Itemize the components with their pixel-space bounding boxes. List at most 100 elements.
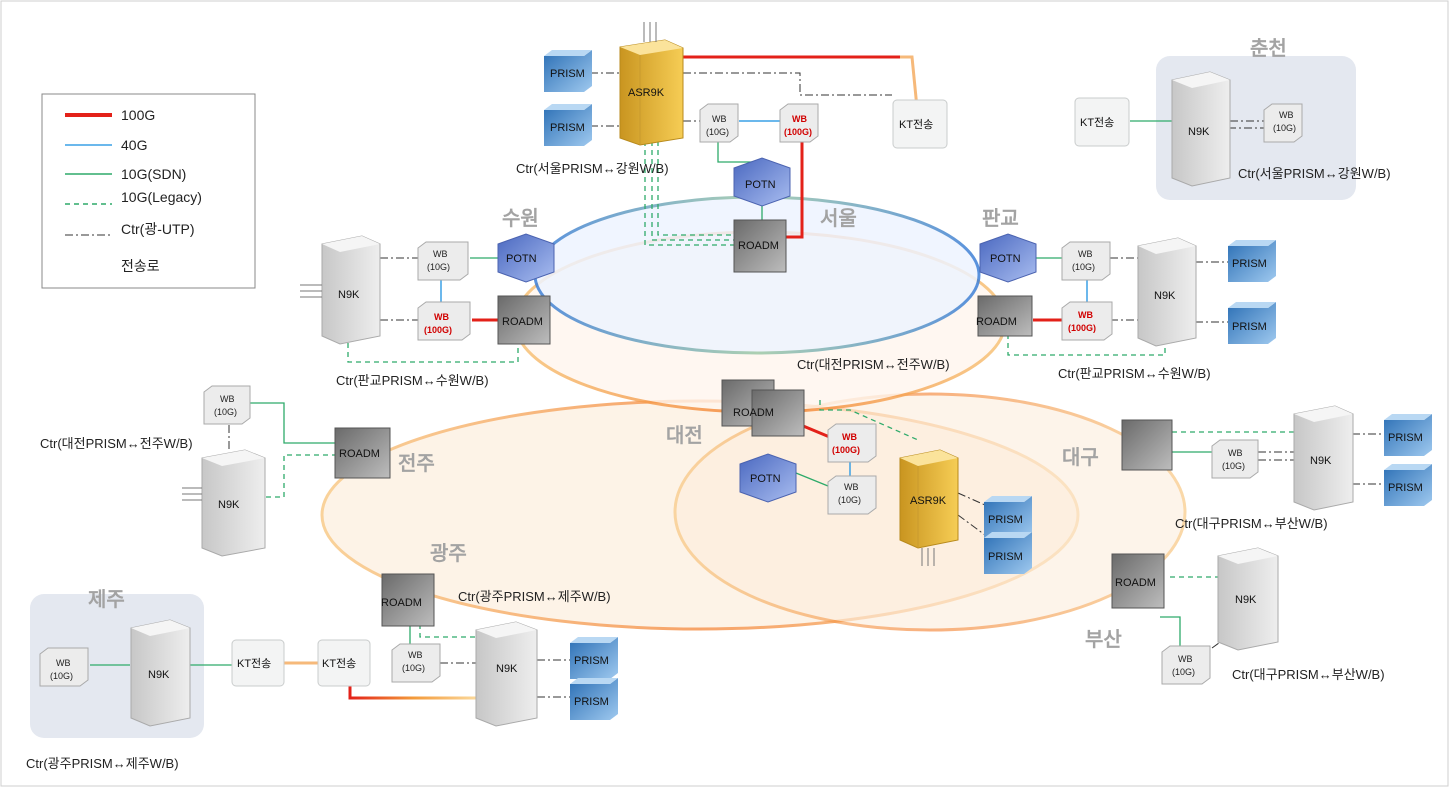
region-labels: 춘천 수원 서울 판교 대전 전주 대구 광주 제주 부산 — [88, 37, 1287, 651]
roadm-suwon[interactable]: ROADM — [497, 295, 551, 345]
links-100g — [472, 55, 1062, 440]
caption-seoul: Ctr(서울PRISM↔강원W/B) — [516, 161, 669, 176]
wb-chuncheon[interactable]: WB (10G) — [1263, 103, 1303, 143]
wb-daejeon-10g-label: WB — [844, 482, 859, 492]
n9k-daegu-label: N9K — [1310, 455, 1332, 467]
potn-daejeon[interactable]: POTN — [739, 453, 797, 503]
wb-pangyo-10g[interactable]: WB (10G) — [1061, 241, 1111, 281]
wb-busan-label: WB — [1178, 654, 1193, 664]
n9k-suwon[interactable]: N9K — [300, 235, 381, 345]
prism-daegu-1[interactable]: PRISM — [1384, 414, 1432, 456]
links-10g-legacy — [266, 141, 1295, 638]
caption-jeonju: Ctr(대전PRISM↔전주W/B) — [40, 436, 193, 451]
roadm-pangyo[interactable]: ROADM — [976, 295, 1033, 337]
roadm-gwangju-label: ROADM — [381, 597, 422, 609]
prism-gwangju-2-label: PRISM — [574, 696, 609, 708]
wb-busan[interactable]: WB (10G) — [1161, 645, 1211, 685]
prism-seoul-1[interactable]: PRISM — [544, 50, 592, 92]
prism-seoul-2-label: PRISM — [550, 122, 585, 134]
asr9k-seoul[interactable]: ASR9K — [619, 22, 684, 146]
n9k-busan[interactable]: N9K — [1217, 547, 1279, 651]
wb-jeonju[interactable]: WB (10G) — [203, 385, 251, 425]
prism-daegu-2[interactable]: PRISM — [1384, 464, 1432, 506]
prism-gwangju-1-label: PRISM — [574, 655, 609, 667]
wb-seoul-10g-speed: (10G) — [706, 127, 729, 137]
n9k-jeonju[interactable]: N9K — [182, 449, 266, 557]
wb-suwon-100g[interactable]: WB (100G) — [417, 301, 471, 341]
n9k-suwon-label: N9K — [338, 289, 360, 301]
wb-suwon-10g-speed: (10G) — [427, 262, 450, 272]
n9k-pangyo[interactable]: N9K — [1137, 237, 1197, 347]
roadm-daejeon-label: ROADM — [733, 407, 774, 419]
caption-daejeon: Ctr(대전PRISM↔전주W/B) — [797, 357, 950, 372]
legend-label-ctr: Ctr(광-UTP) — [121, 221, 195, 237]
caption-daegu: Ctr(대구PRISM↔부산W/B) — [1175, 516, 1328, 531]
links-40g — [440, 120, 1088, 478]
wb-suwon-10g-label: WB — [433, 249, 448, 259]
wb-pangyo-10g-label: WB — [1078, 249, 1093, 259]
potn-suwon[interactable]: POTN — [497, 233, 555, 283]
prism-seoul-1-label: PRISM — [550, 68, 585, 80]
wb-jeju[interactable]: WB (10G) — [39, 647, 89, 687]
region-label-jeju: 제주 — [88, 588, 125, 611]
n9k-gwangju[interactable]: N9K — [475, 621, 538, 727]
region-label-chuncheon: 춘천 — [1250, 37, 1287, 60]
caption-suwon: Ctr(판교PRISM↔수원W/B) — [336, 373, 489, 388]
roadm-daegu[interactable] — [1121, 419, 1173, 471]
wb-seoul-100g[interactable]: WB (100G) — [779, 103, 819, 143]
prism-gwangju-2[interactable]: PRISM — [570, 678, 618, 720]
roadm-busan[interactable]: ROADM — [1111, 553, 1165, 609]
wb-suwon-100g-speed: (100G) — [424, 325, 452, 335]
prism-gwangju-1[interactable]: PRISM — [570, 637, 618, 679]
kt-seoul[interactable]: KT전송 — [892, 99, 948, 149]
n9k-jeonju-label: N9K — [218, 499, 240, 511]
asr9k-daejeon[interactable]: ASR9K — [899, 449, 959, 566]
kt-jeju[interactable]: KT전송 — [231, 639, 285, 687]
n9k-chuncheon[interactable]: N9K — [1171, 71, 1231, 187]
prism-daejeon-2[interactable]: PRISM — [984, 532, 1032, 574]
kt-chuncheon[interactable]: KT전송 — [1074, 97, 1130, 147]
prism-daegu-2-label: PRISM — [1388, 482, 1423, 494]
roadm-jeonju-label: ROADM — [339, 448, 380, 460]
potn-pangyo-label: POTN — [990, 253, 1021, 265]
prism-pangyo-1[interactable]: PRISM — [1228, 240, 1276, 282]
wb-daejeon-100g[interactable]: WB (100G) — [827, 423, 877, 463]
wb-pangyo-100g[interactable]: WB (100G) — [1061, 301, 1113, 341]
wb-suwon-100g-label: WB — [434, 312, 449, 322]
kt-chuncheon-label: KT전송 — [1080, 116, 1114, 129]
wb-gwangju[interactable]: WB (10G) — [391, 643, 441, 683]
roadm-jeonju[interactable]: ROADM — [334, 427, 391, 479]
n9k-daegu[interactable]: N9K — [1293, 405, 1354, 511]
legend: 100G 40G 10G(SDN) 10G(Legacy) Ctr(광-UTP)… — [41, 93, 256, 289]
wb-suwon-10g[interactable]: WB (10G) — [417, 241, 469, 281]
asr9k-daejeon-label: ASR9K — [910, 495, 947, 507]
prism-pangyo-2[interactable]: PRISM — [1228, 302, 1276, 344]
roadm-seoul-label: ROADM — [738, 240, 779, 252]
prism-seoul-2[interactable]: PRISM — [544, 104, 592, 146]
prism-daejeon-2-label: PRISM — [988, 551, 1023, 563]
wb-daejeon-10g[interactable]: WB (10G) — [827, 475, 877, 515]
roadm-gwangju[interactable]: ROADM — [381, 573, 435, 627]
legend-box — [41, 93, 256, 289]
caption-chuncheon: Ctr(서울PRISM↔강원W/B) — [1238, 166, 1391, 181]
potn-suwon-label: POTN — [506, 253, 537, 265]
region-label-pangyo: 판교 — [982, 207, 1019, 230]
potn-pangyo[interactable]: POTN — [979, 233, 1037, 283]
prism-daejeon-1-label: PRISM — [988, 514, 1023, 526]
n9k-gwangju-label: N9K — [496, 663, 518, 675]
kt-jeju-label: KT전송 — [237, 657, 271, 670]
n9k-chuncheon-label: N9K — [1188, 126, 1210, 138]
asr9k-seoul-label: ASR9K — [628, 87, 665, 99]
n9k-jeju[interactable]: N9K — [130, 619, 191, 727]
roadm-daejeon[interactable]: ROADM — [721, 379, 805, 437]
caption-pangyo: Ctr(판교PRISM↔수원W/B) — [1058, 366, 1211, 381]
wb-daegu[interactable]: WB (10G) — [1211, 439, 1259, 479]
prism-daejeon-1[interactable]: PRISM — [984, 496, 1032, 538]
region-label-seoul: 서울 — [820, 207, 857, 230]
wb-seoul-10g[interactable]: WB (10G) — [699, 103, 739, 143]
wb-pangyo-10g-speed: (10G) — [1072, 262, 1095, 272]
roadm-seoul[interactable]: ROADM — [733, 219, 787, 273]
potn-seoul[interactable]: POTN — [733, 157, 791, 207]
wb-busan-speed: (10G) — [1172, 667, 1195, 677]
kt-gwangju[interactable]: KT전송 — [317, 639, 371, 687]
